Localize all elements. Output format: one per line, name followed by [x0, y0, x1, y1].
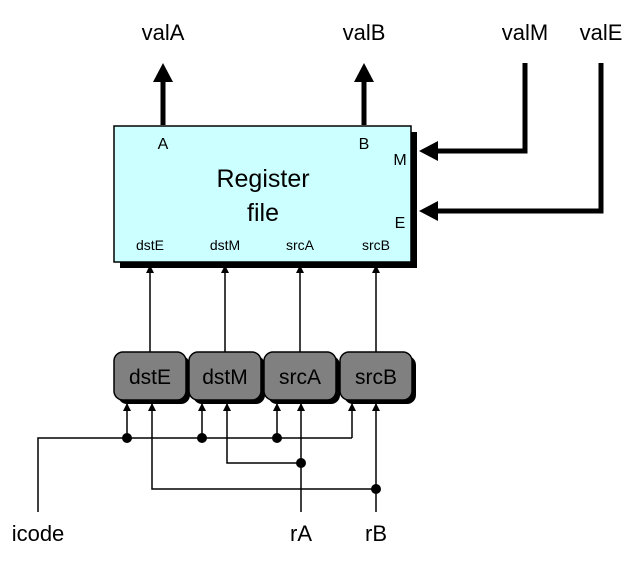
pin-dstE-label: dstE — [136, 237, 164, 253]
rA-bus — [223, 403, 305, 512]
valB-output-arrow — [354, 63, 374, 125]
rA-junction — [296, 458, 306, 468]
logic-block-srcB-label: srcB — [355, 366, 397, 389]
rB-junction — [371, 484, 381, 494]
rB-label: rB — [365, 521, 387, 546]
logic-block-dstM: dstM — [188, 351, 265, 404]
register-file-title-line1: Register — [216, 165, 309, 193]
register-file-box — [113, 125, 412, 263]
valM-label: valM — [502, 20, 548, 45]
logic-block-srcA-label: srcA — [279, 366, 321, 389]
logic-block-dstM-label: dstM — [202, 366, 248, 389]
pin-srcB-label: srcB — [362, 237, 390, 253]
rB-bus — [148, 403, 380, 512]
port-B-label: B — [359, 136, 370, 153]
logic-block-dstE-label: dstE — [129, 366, 171, 389]
valE-label: valE — [580, 20, 623, 45]
pin-dstM-label: dstM — [210, 237, 240, 253]
port-A-label: A — [158, 136, 169, 153]
valA-output-arrow — [153, 63, 173, 125]
port-E-label: E — [395, 215, 406, 232]
icode-bus — [37, 403, 356, 512]
register-file-block: Register file A B M E dstE dstM srcA src… — [113, 125, 417, 268]
port-M-label: M — [393, 152, 406, 169]
logic-block-srcA: srcA — [263, 351, 340, 404]
icode-junction-2 — [197, 433, 207, 443]
valA-label: valA — [142, 20, 185, 45]
valE-input-wire — [419, 63, 604, 221]
icode-junction-3 — [272, 433, 282, 443]
rA-label: rA — [290, 521, 312, 546]
logic-block-srcB: srcB — [339, 351, 416, 404]
register-file-title-line2: file — [247, 199, 279, 227]
valB-label: valB — [343, 20, 386, 45]
pin-srcA-label: srcA — [286, 237, 315, 253]
logic-block-dstE: dstE — [113, 351, 190, 404]
icode-junction-1 — [122, 433, 132, 443]
icode-label: icode — [12, 521, 65, 546]
valM-input-wire — [419, 63, 528, 161]
